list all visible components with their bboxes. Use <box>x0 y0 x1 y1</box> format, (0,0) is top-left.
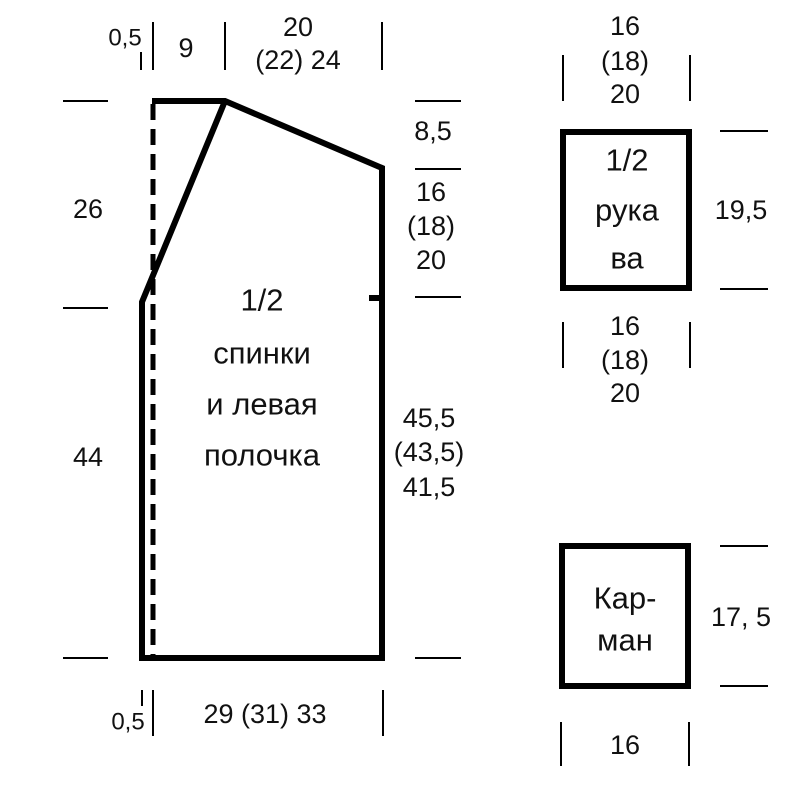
sleeve-piece <box>560 55 768 368</box>
sleeve-height: 19,5 <box>715 195 768 225</box>
pocket-height: 17, 5 <box>711 602 771 632</box>
dim-top-shoulder-1: 20 <box>283 12 313 42</box>
dim-right-shoulder: 8,5 <box>414 116 452 146</box>
sleeve-top-3: 20 <box>610 79 640 109</box>
dim-right-armhole-2: (18) <box>407 211 455 241</box>
dim-top-neck-small: 0,5 <box>108 25 141 52</box>
dim-left-lower: 44 <box>73 442 103 472</box>
pocket-outline <box>559 543 691 689</box>
dim-left-upper: 26 <box>73 194 103 224</box>
dim-top-neck: 9 <box>178 33 193 63</box>
sleeve-bottom-3: 20 <box>610 378 640 408</box>
dim-bottom-small: 0,5 <box>111 709 144 736</box>
piece-label-1: 1/2 <box>240 283 283 318</box>
piece-label-3: и левая <box>206 387 317 422</box>
piece-outline <box>139 98 385 661</box>
sleeve-bottom-1: 16 <box>610 311 640 341</box>
pocket-label-2: ман <box>597 623 653 658</box>
piece-label-4: полочка <box>204 438 321 473</box>
pocket-label-1: Кар- <box>594 581 657 616</box>
sleeve-top-1: 16 <box>610 11 640 41</box>
dim-right-side-3: 41,5 <box>403 472 456 502</box>
back-dimension-lines <box>63 22 461 736</box>
sleeve-bottom-2: (18) <box>601 345 649 375</box>
sleeve-label-1: 1/2 <box>605 143 648 178</box>
sleeve-outline <box>560 129 692 291</box>
pocket-piece <box>559 543 768 766</box>
back-and-left-front-piece <box>139 98 385 661</box>
pocket-width: 16 <box>610 730 640 760</box>
dim-top-shoulder-2: (22) 24 <box>255 45 341 75</box>
dim-right-side-1: 45,5 <box>403 403 456 433</box>
dim-bottom-width: 29 (31) 33 <box>203 699 326 729</box>
dim-right-armhole-1: 16 <box>416 177 446 207</box>
sleeve-label-3: ва <box>610 241 644 276</box>
dim-right-side-2: (43,5) <box>394 437 465 467</box>
sleeve-top-2: (18) <box>601 46 649 76</box>
sleeve-label-2: рука <box>595 193 660 228</box>
piece-label-2: спинки <box>213 336 311 371</box>
dim-right-armhole-3: 20 <box>416 245 446 275</box>
